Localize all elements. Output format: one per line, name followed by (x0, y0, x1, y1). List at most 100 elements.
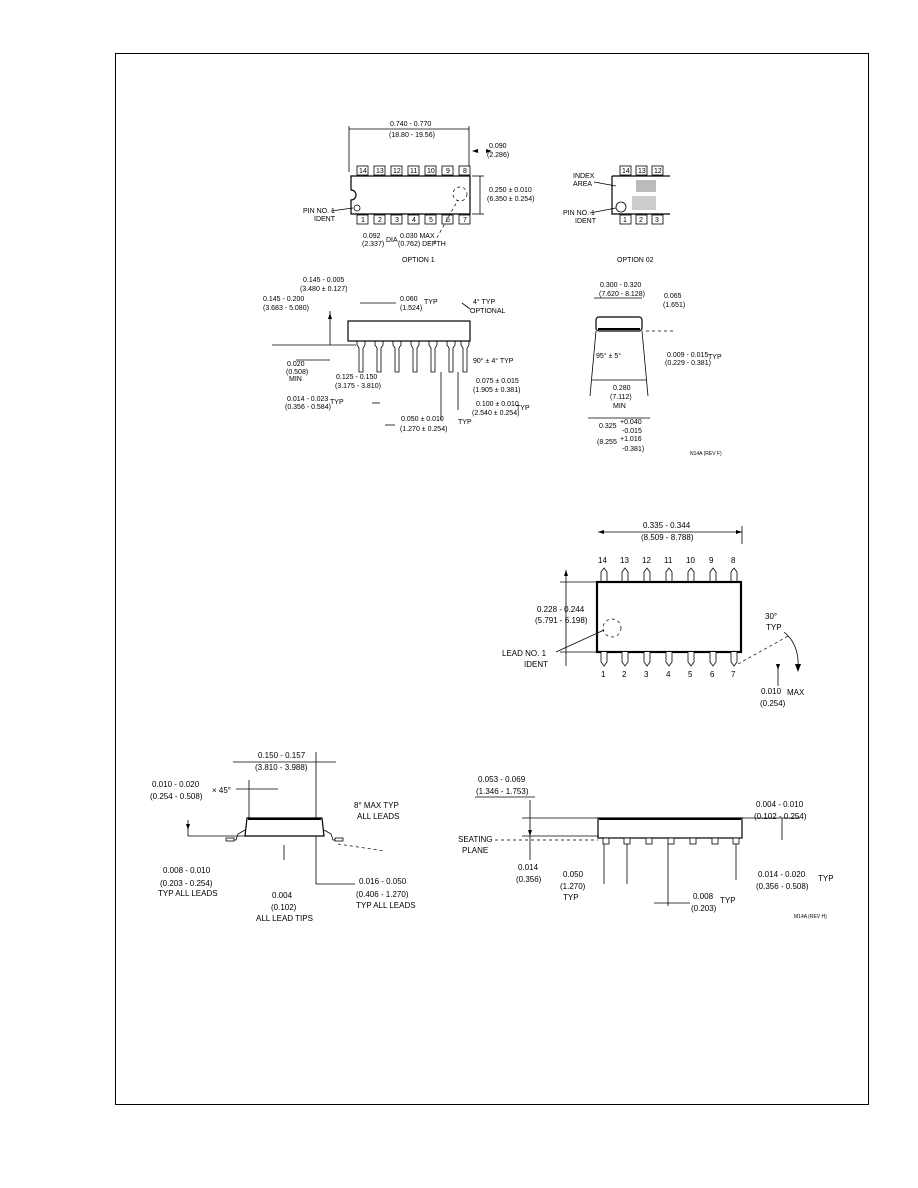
dip-notch-mm: (2.286) (487, 152, 509, 159)
soic-plane-val: 0.014 (518, 863, 539, 872)
side-lead-w: 0.014 - 0.023 (287, 396, 328, 403)
end-body (595, 316, 643, 332)
soic-thick-typ: TYP ALL LEADS (158, 889, 218, 898)
dip-notch-dim: 0.090 (489, 143, 507, 150)
soic-seating: SEATING (458, 835, 493, 844)
soic-width-mm: (5.791 - 6.198) (535, 616, 588, 625)
dip-option2-view: 14 13 12 1 2 3 INDEX AREA PIN NO. 1 IDEN… (563, 165, 670, 264)
dip-pin-9: 9 (446, 168, 450, 175)
dip-pin-7: 7 (463, 217, 467, 224)
dip-pin-13: 13 (376, 168, 384, 175)
dip-pitch-label: 0.092 (363, 233, 381, 240)
soic-length-mm: (8.509 - 8.788) (641, 533, 694, 542)
opt2-pin-3: 3 (655, 217, 659, 224)
soic-body (595, 580, 743, 654)
dip-pin-12: 12 (393, 168, 401, 175)
soic-pin-11: 11 (664, 556, 673, 565)
dip-option1-caption: OPTION 1 (402, 257, 435, 264)
side-top-dim: 0.145 - 0.005 (303, 277, 344, 284)
soic-thick: 0.008 - 0.010 (163, 866, 211, 875)
soic-side-view: 0.053 - 0.069 (1.346 - 1.753) SEATING PL… (458, 775, 834, 920)
soic-foot: 0.016 - 0.050 (359, 877, 407, 886)
side-seat-dim: 0.020 (287, 361, 305, 368)
soic-angle: 30° (765, 612, 777, 621)
end-spread-mm: (8.255 (597, 439, 617, 446)
side-top-dim-mm: (3.480 ± 0.127) (300, 286, 347, 293)
dip-dent-label: 0.030 MAX (400, 233, 435, 240)
soic-pitch-typ: TYP (563, 893, 579, 902)
soic-pin-13: 13 (620, 556, 629, 565)
opt2-area-label: AREA (573, 181, 592, 188)
opt2-pin1-label: PIN NO. 1 (563, 210, 595, 217)
soic-offset-typ: TYP (720, 896, 736, 905)
soic-end-width: 0.150 - 0.157 (258, 751, 306, 760)
soic-tip: 0.004 (272, 891, 293, 900)
dip-top-view: 0.740 - 0.770 (18.80 - 19.56) 0.090 (2.2… (303, 121, 534, 264)
opt2-index-label: INDEX (573, 173, 595, 180)
soic-chamfer: 0.010 - 0.020 (152, 780, 200, 789)
side-bottom-w: 0.050 ± 0.010 (401, 416, 444, 423)
soic-standoff: 0.004 - 0.010 (756, 800, 804, 809)
dip-pin-11: 11 (410, 168, 417, 175)
side-angle2: 90° ± 4° TYP (473, 357, 514, 365)
dip-pin1-ident: IDENT (314, 216, 336, 223)
opt2-pin-14: 14 (622, 168, 630, 175)
soic-plane: PLANE (462, 846, 488, 855)
soic-tip-label: ALL LEAD TIPS (256, 914, 313, 923)
side-height-mm: (3.683 - 5.080) (263, 305, 309, 312)
end-spread-mm-plus: +1.016 (620, 436, 642, 443)
soic-plane-mm: (0.356) (516, 875, 542, 884)
side-pitch-mm: (2.540 ± 0.254) (472, 410, 519, 417)
side-bottom-w-typ: TYP (458, 419, 472, 426)
side-shoulder-dim: 0.060 (400, 296, 418, 303)
end-row-min: MIN (613, 403, 626, 410)
dip-pin-14: 14 (359, 168, 367, 175)
dip-pin-3: 3 (395, 217, 399, 224)
soic-offset-mm: (0.203) (691, 904, 717, 913)
soic-pin-14: 14 (598, 556, 607, 565)
dip-pin1-label: PIN NO. 1 (303, 208, 335, 215)
soic-foot-mm: (0.406 - 1.270) (356, 890, 409, 899)
soic-end-view: 0.150 - 0.157 (3.810 - 3.988) 0.010 - 0.… (150, 751, 416, 923)
end-thickness-mm: (0.229 - 0.381) (665, 360, 711, 367)
dip-drawing-code: N14A (REV F) (690, 451, 722, 457)
end-row-mm: (7.112) (610, 394, 632, 401)
dip-dia-label: DIA (386, 237, 398, 244)
dip-length-dim: 0.740 - 0.770 (390, 121, 431, 128)
dip-end-view: 0.300 - 0.320 (7.620 - 8.128) 0.065 (1.6… (588, 282, 722, 457)
dip-pin-5: 5 (429, 217, 433, 224)
soic-pin-10: 10 (686, 556, 695, 565)
dip-pin-2: 2 (378, 217, 382, 224)
page-border (115, 53, 869, 1105)
soic-pin-12: 12 (642, 556, 651, 565)
soic-end-body (244, 817, 325, 837)
soic-max-val: 0.010 (761, 687, 782, 696)
end-thickness-typ: TYP (708, 354, 722, 361)
side-height-dim: 0.145 - 0.200 (263, 296, 304, 303)
end-width-mm: (7.620 - 8.128) (599, 291, 645, 298)
soic-pin-6: 6 (710, 670, 715, 679)
opt2-pin-1: 1 (623, 217, 627, 224)
side-leads (356, 341, 470, 373)
dip-pin-4: 4 (412, 217, 416, 224)
soic-pitch-mm: (1.270) (560, 882, 586, 891)
soic-pin-2: 2 (622, 670, 627, 679)
soic-lead-w-typ: TYP (818, 874, 834, 883)
opt2-pin-13: 13 (638, 168, 646, 175)
dip-pin-10: 10 (427, 168, 435, 175)
soic-angle-max: 8° MAX TYP (354, 801, 399, 810)
soic-pin-8: 8 (731, 556, 736, 565)
end-row: 0.280 (613, 385, 631, 392)
soic-tip-mm: (0.102) (271, 903, 297, 912)
dip-pin-6: 6 (446, 217, 450, 224)
side-angle: 4° TYP (473, 298, 495, 306)
end-spread: 0.325 (599, 423, 617, 430)
dip-dent-label-mm: (0.762) DEPTH (398, 241, 446, 248)
end-width: 0.300 - 0.320 (600, 282, 641, 289)
dip-side-view: 0.145 - 0.005 (3.480 ± 0.127) 0.145 - 0.… (263, 277, 530, 433)
soic-max-mm: (0.254) (760, 699, 786, 708)
soic-chamfer-mm: (0.254 - 0.508) (150, 792, 203, 801)
dip-body-outline (350, 175, 471, 215)
side-upper-lead: 0.075 ± 0.015 (476, 378, 519, 385)
